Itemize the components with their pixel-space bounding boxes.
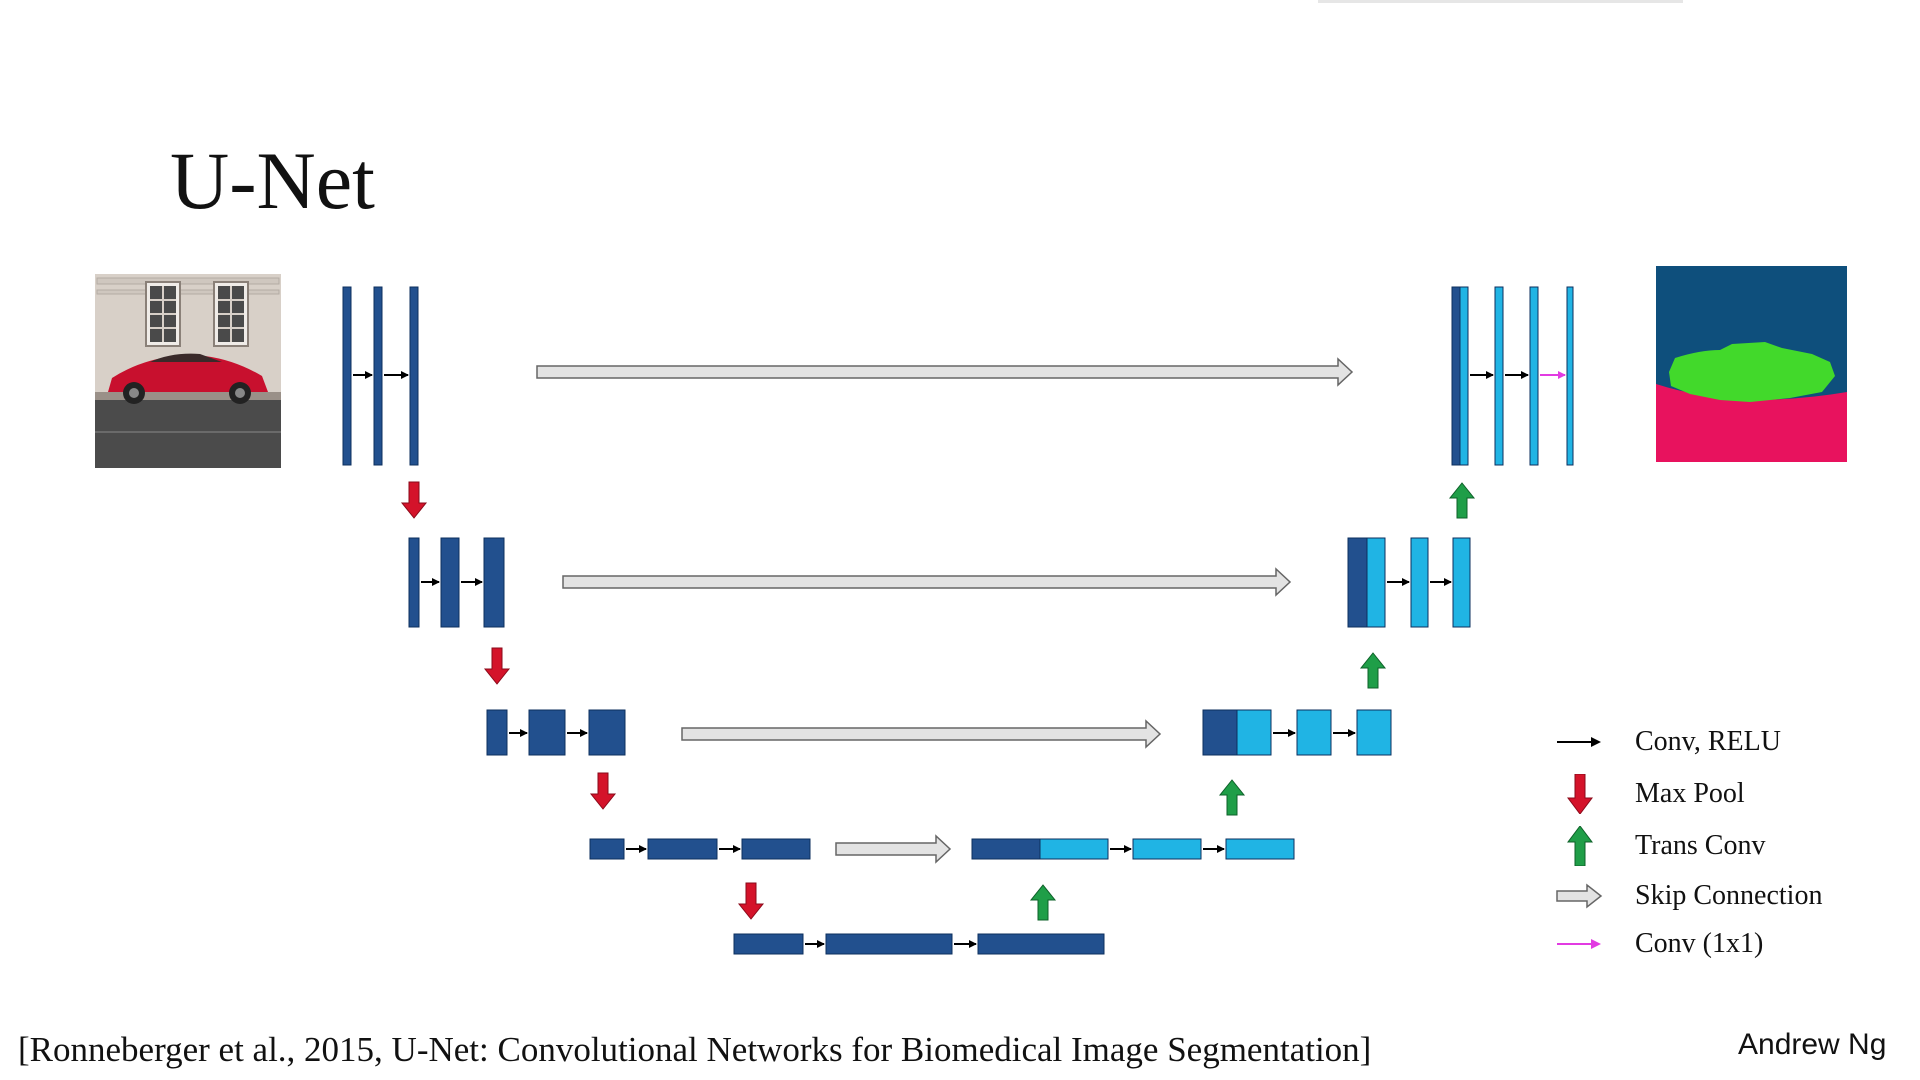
feature-map-block <box>1356 709 1392 756</box>
output-feature-map <box>1566 286 1574 466</box>
max-pool-arrow <box>400 481 428 519</box>
red-car-icon <box>108 353 268 404</box>
feature-map-block <box>647 838 718 860</box>
feature-map-block <box>409 286 419 466</box>
feature-map-block <box>1494 286 1504 466</box>
concat-encoder-block <box>1451 286 1461 466</box>
feature-map-block <box>1296 709 1332 756</box>
concat-encoder-block <box>1347 537 1368 628</box>
concat-encoder-block <box>1202 709 1238 756</box>
feature-map-block <box>483 537 505 628</box>
legend-item-trans-conv: Trans Conv <box>1555 826 1895 866</box>
feature-map-block <box>1132 838 1202 860</box>
feature-map-block <box>373 286 383 466</box>
feature-map-block <box>486 709 508 756</box>
legend-label: Trans Conv <box>1635 830 1766 861</box>
feature-map-block <box>588 709 626 756</box>
legend-label: Conv, RELU <box>1635 726 1781 757</box>
trans-conv-arrow <box>1359 652 1387 689</box>
legend-item-conv-1x1: Conv (1x1) <box>1555 924 1895 964</box>
feature-map-block <box>1452 537 1471 628</box>
legend-label: Max Pool <box>1635 778 1745 809</box>
skip-connection-arrow <box>681 719 1162 749</box>
window-icon <box>213 281 249 347</box>
top-edge-bar <box>1318 0 1683 3</box>
output-mask <box>1656 266 1847 462</box>
author-name: Andrew Ng <box>1738 1028 1887 1061</box>
feature-map-block <box>1236 709 1272 756</box>
feature-map-block <box>1529 286 1539 466</box>
skip-connection-arrow <box>562 567 1292 597</box>
skip-connection-arrow <box>835 834 952 864</box>
feature-map-block <box>408 537 420 628</box>
feature-map-block <box>1410 537 1429 628</box>
feature-map-block <box>528 709 566 756</box>
black-arrow-icon <box>1557 737 1601 747</box>
window-icon <box>145 281 181 347</box>
skip-connection-arrow <box>536 357 1354 387</box>
feature-map-block <box>741 838 811 860</box>
citation: [Ronneberger et al., 2015, U-Net: Convol… <box>18 1030 1372 1069</box>
trans-conv-arrow <box>1448 482 1476 519</box>
bottleneck-block <box>825 933 953 955</box>
skip-arrow-icon <box>1556 883 1603 909</box>
red-down-arrow-icon <box>1567 774 1593 814</box>
max-pool-arrow <box>483 647 511 685</box>
concat-encoder-block <box>971 838 1041 860</box>
feature-map-block <box>1225 838 1295 860</box>
legend-item-skip-connection: Skip Connection <box>1555 876 1895 916</box>
feature-map-block <box>1366 537 1386 628</box>
page-title: U-Net <box>170 135 375 226</box>
max-pool-arrow <box>589 772 617 810</box>
trans-conv-arrow <box>1218 779 1246 816</box>
input-image <box>95 274 281 468</box>
feature-map-block <box>1459 286 1469 466</box>
feature-map-block <box>589 838 625 860</box>
feature-map-block <box>440 537 460 628</box>
legend-item-conv-relu: Conv, RELU <box>1555 722 1895 762</box>
magenta-arrow-icon <box>1557 939 1601 949</box>
legend-label: Conv (1x1) <box>1635 928 1764 959</box>
feature-map-block <box>342 286 352 466</box>
legend-item-max-pool: Max Pool <box>1555 774 1895 814</box>
bottleneck-block <box>733 933 804 955</box>
green-up-arrow-icon <box>1567 826 1593 866</box>
feature-map-block <box>1039 838 1109 860</box>
max-pool-arrow <box>737 882 765 920</box>
bottleneck-block <box>977 933 1105 955</box>
legend-label: Skip Connection <box>1635 880 1823 911</box>
trans-conv-arrow <box>1029 884 1057 921</box>
